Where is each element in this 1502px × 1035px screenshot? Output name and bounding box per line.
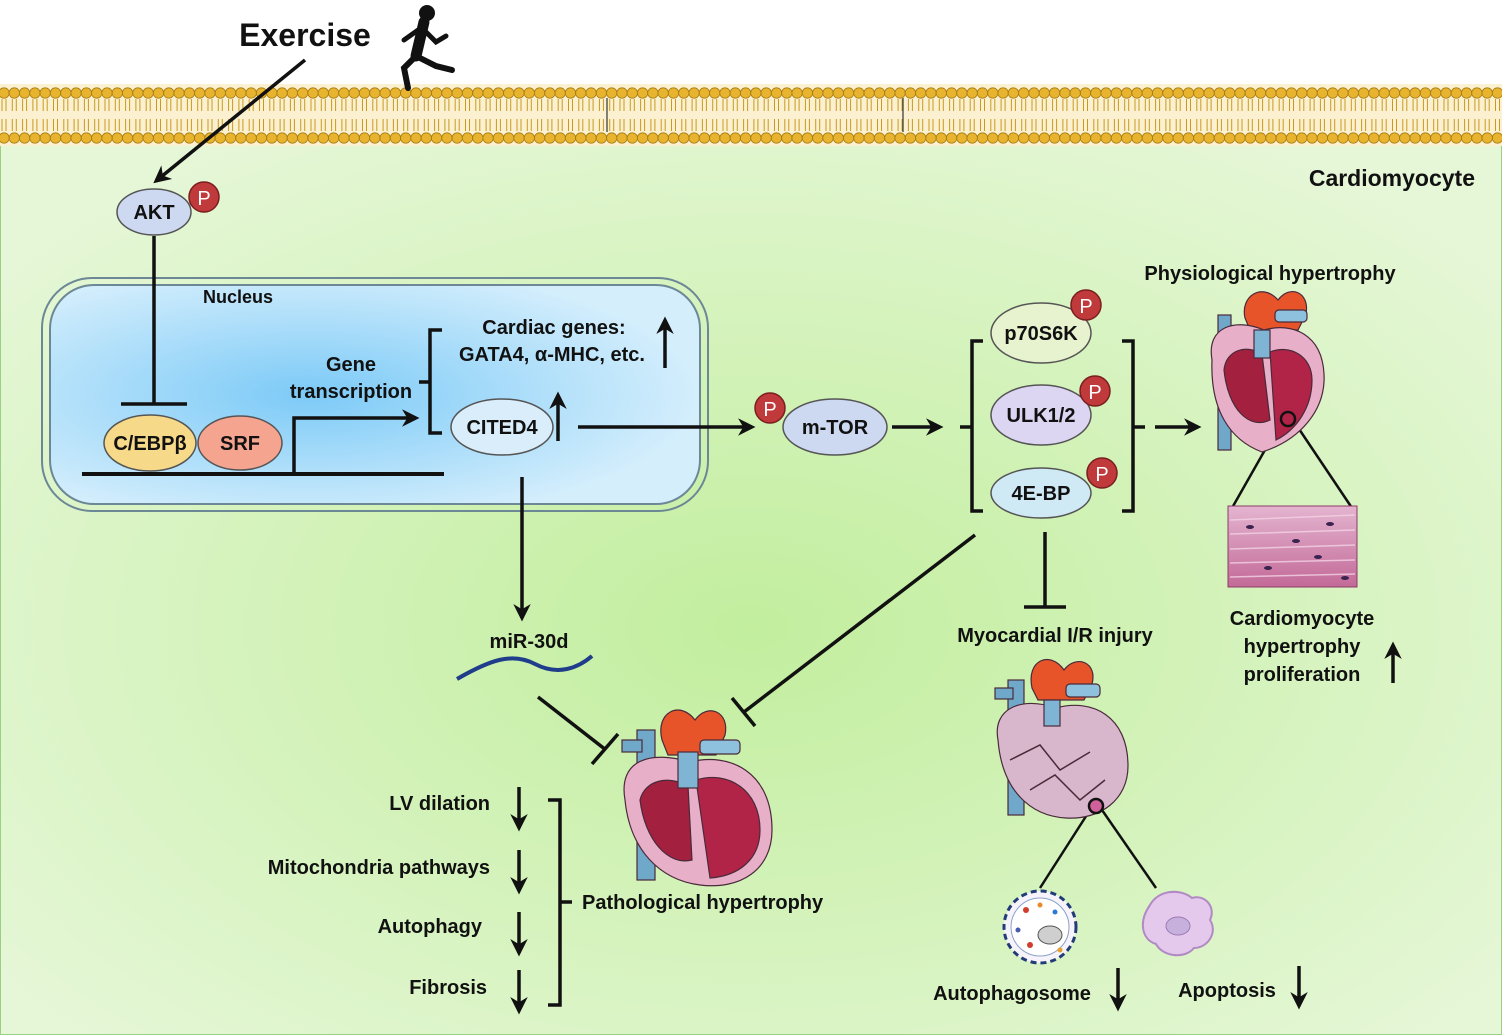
apoptosis-label: Apoptosis <box>1178 980 1276 1002</box>
cell-membrane <box>0 84 1502 146</box>
gene-transcription-label-2: transcription <box>290 381 412 403</box>
ir-injury-label: Myocardial I/R injury <box>957 625 1153 647</box>
srf-label: SRF <box>220 433 260 455</box>
mir30d-inhibits-pathology-bar <box>590 732 620 766</box>
mtor-phospho-badge <box>754 392 786 424</box>
akt-phospho-text: P <box>197 188 210 210</box>
runner-icon <box>400 5 455 91</box>
zoom-line-right <box>1291 419 1354 509</box>
cited4-label: CITED4 <box>466 417 538 439</box>
ebp-label: 4E-BP <box>1012 483 1071 505</box>
akt-phospho-badge <box>188 181 220 213</box>
ebp-phospho-text: P <box>1095 464 1108 486</box>
mir30d-label: miR-30d <box>490 631 569 653</box>
mir30d-strand <box>456 654 594 681</box>
physiological-label: Physiological hypertrophy <box>1144 263 1396 285</box>
transcription-arrow <box>292 409 420 474</box>
gene-transcription-label-1: Gene <box>326 354 376 376</box>
zoom-line-ir-left <box>1038 809 1092 889</box>
outcome-label-2: hypertrophy <box>1244 636 1362 658</box>
cebpb-label: C/EBPβ <box>113 433 186 455</box>
ulk-node <box>990 384 1092 446</box>
exercise-to-akt-arrow <box>153 58 307 184</box>
p70s6k-node <box>990 302 1092 364</box>
srf-node <box>197 415 283 471</box>
exercise-title: Exercise <box>239 17 371 53</box>
apoptotic-cell-icon <box>1141 890 1214 957</box>
targets-inhibit-pathology-bar <box>730 696 757 728</box>
effect-fibrosis: Fibrosis <box>409 977 487 999</box>
p70s6k-label: p70S6K <box>1004 323 1078 345</box>
outcome-label-1: Cardiomyocyte <box>1230 608 1375 630</box>
autophagosome-icon <box>1002 889 1078 965</box>
effect-autophagy: Autophagy <box>378 916 483 938</box>
ebp-node <box>990 467 1092 519</box>
nucleus-label: Nucleus <box>203 287 273 307</box>
p70s6k-phospho-badge <box>1070 289 1102 321</box>
tissue-striations <box>1229 514 1356 578</box>
akt-node <box>116 188 192 236</box>
ulk-phospho-badge <box>1079 375 1111 407</box>
physiological-heart-icon <box>1210 291 1325 453</box>
tissue-nuclei <box>1246 522 1349 580</box>
ulk-phospho-text: P <box>1088 382 1101 404</box>
cardiac-genes-label-2: GATA4, α-MHC, etc. <box>459 344 645 366</box>
connectors <box>82 58 1354 1007</box>
mir30d-inhibits-pathology-line <box>536 695 608 752</box>
outcome-label-3: proliferation <box>1244 664 1361 686</box>
effect-lv-dilation: LV dilation <box>389 793 490 815</box>
nucleus-envelope-outer <box>41 277 709 512</box>
cited4-node <box>450 398 554 456</box>
cardiac-genes-label-1: Cardiac genes: <box>482 317 625 339</box>
cardiomyocyte-label: Cardiomyocyte <box>1309 165 1475 191</box>
targets-inhibit-pathology-line <box>742 533 977 714</box>
pathological-label: Pathological hypertrophy <box>582 892 824 914</box>
pathological-heart-icon <box>621 709 773 887</box>
effect-mitochondria: Mitochondria pathways <box>268 857 490 879</box>
cebpb-node <box>103 414 197 472</box>
ebp-phospho-badge <box>1086 457 1118 489</box>
akt-label: AKT <box>133 202 174 224</box>
p70s6k-phospho-text: P <box>1079 296 1092 318</box>
mtor-label: m-TOR <box>802 417 869 439</box>
ir-heart-icon <box>994 658 1129 819</box>
autophagosome-label: Autophagosome <box>933 983 1091 1005</box>
zoom-line-ir-right <box>1100 809 1158 889</box>
mtor-phospho-text: P <box>763 399 776 421</box>
mtor-node <box>782 398 888 456</box>
ulk-label: ULK1/2 <box>1007 405 1076 427</box>
